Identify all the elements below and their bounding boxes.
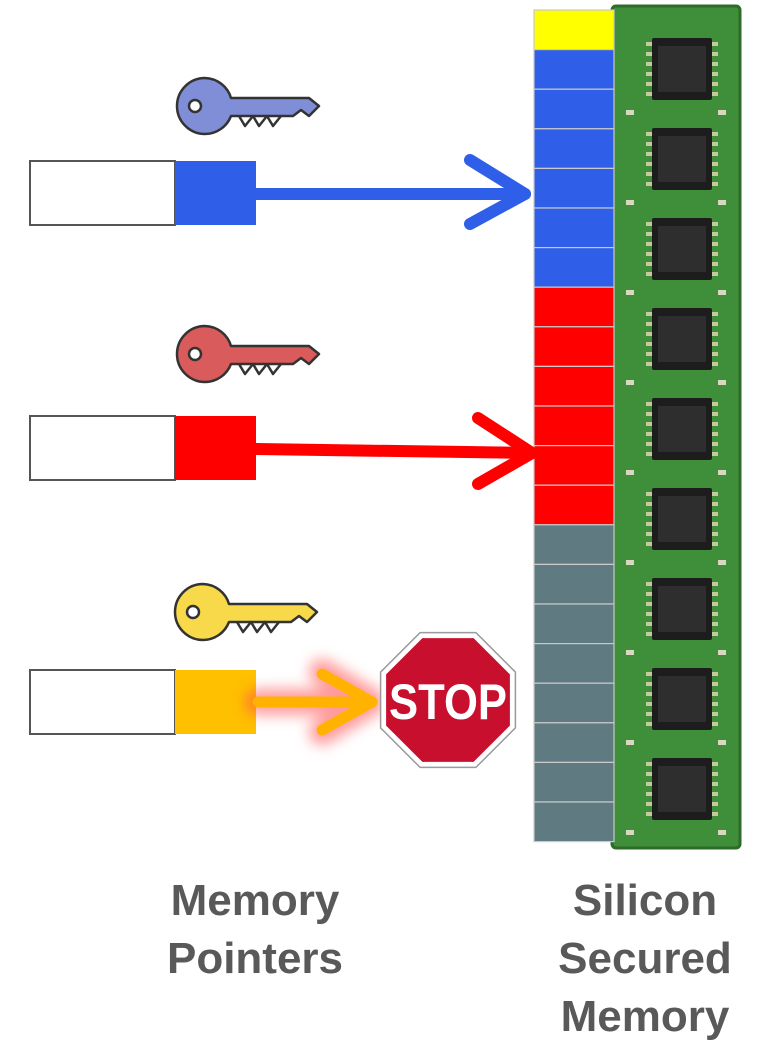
caption-line: Memory: [170, 876, 340, 925]
memory-block-blue: [533, 48, 615, 90]
memory-block-blue: [533, 128, 615, 170]
memory-block-red: [533, 365, 615, 407]
memory-pointers-caption: Memory Pointers: [110, 872, 400, 988]
pointer-tag-blue: [175, 161, 256, 225]
blue-arrow: [250, 154, 531, 230]
blocked-arrow: [245, 659, 385, 745]
pointer-tag-gold: [175, 670, 256, 734]
pointer-row-gold: STOP: [29, 584, 517, 769]
memory-block-gray: [533, 801, 615, 843]
pointer-row-red: [29, 326, 538, 490]
silicon-secured-memory-caption: Silicon Secured Memory: [520, 872, 762, 1046]
memory-block-red: [533, 484, 615, 526]
caption-line: Pointers: [166, 934, 344, 983]
ram-module: [610, 4, 742, 850]
memory-block-blue: [533, 88, 615, 130]
caption-line: Memory: [560, 992, 730, 1041]
memory-block-blue: [533, 167, 615, 209]
memory-block-gray: [533, 761, 615, 803]
memory-block-gray: [533, 603, 615, 645]
caption-line: Secured: [558, 934, 732, 983]
gold-key-icon: [175, 584, 317, 640]
red-key-icon: [177, 326, 319, 382]
memory-block-gray: [533, 642, 615, 684]
caption-line: Silicon: [572, 876, 718, 925]
memory-block-red: [533, 445, 615, 486]
stop-sign-label: STOP: [389, 674, 507, 730]
memory-block-gray: [533, 524, 615, 565]
memory-block-blue: [533, 207, 615, 249]
pointer-address-box: [29, 669, 176, 735]
stop-sign-icon: STOP: [379, 631, 517, 769]
pointer-tag-red: [175, 416, 256, 480]
memory-block-gray: [533, 563, 615, 605]
memory-block-yellow: [533, 9, 615, 51]
memory-block-red: [533, 286, 615, 328]
memory-block-blue: [533, 247, 615, 288]
blue-key-icon: [177, 78, 319, 134]
memory-block-red: [533, 405, 615, 447]
memory-block-gray: [533, 722, 615, 763]
pointer-address-box: [29, 160, 176, 226]
memory-block-gray: [533, 682, 615, 724]
pointer-row-blue: [29, 78, 531, 230]
pointer-address-box: [29, 415, 176, 481]
red-arrow: [250, 412, 538, 490]
memory-block-red: [533, 326, 615, 367]
memory-blocks: [533, 9, 615, 843]
